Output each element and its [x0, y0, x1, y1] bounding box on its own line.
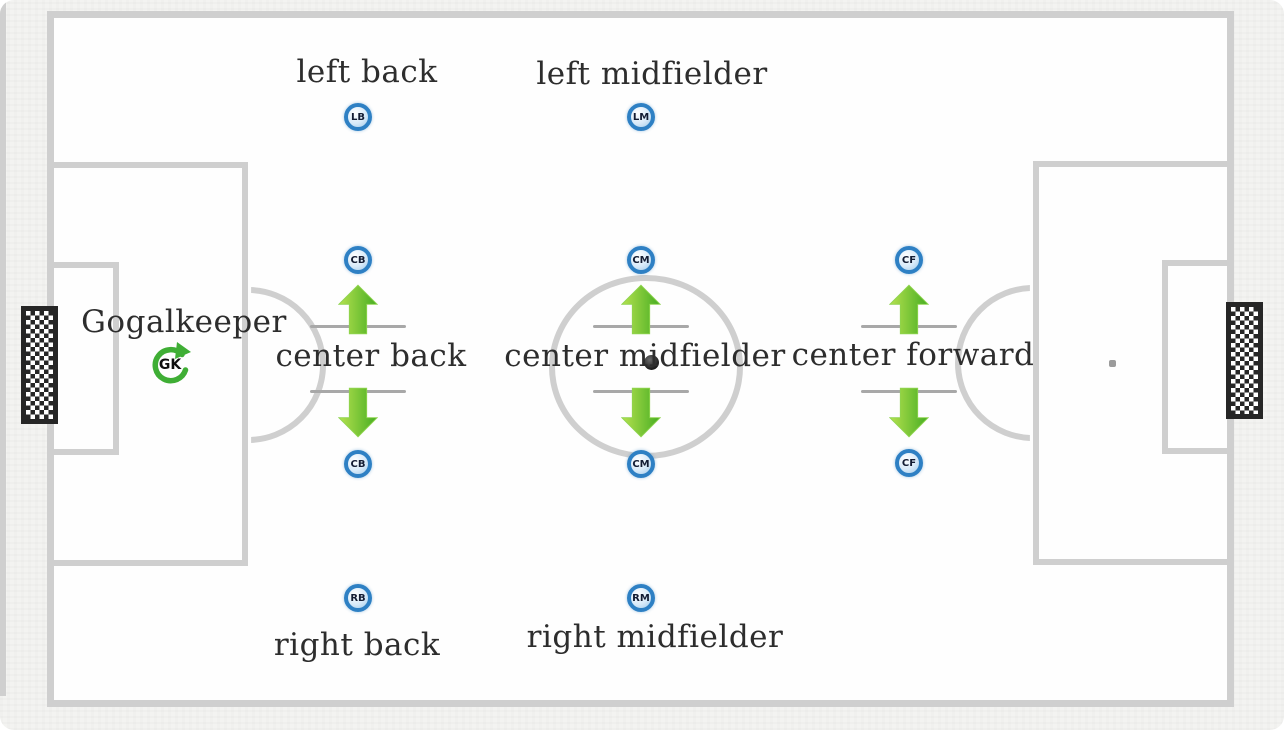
- position-badge-cm-top: CM: [627, 246, 655, 274]
- penalty-spot-right: [1109, 360, 1116, 367]
- up-arrow-icon: [338, 284, 378, 335]
- up-arrow-icon: [621, 284, 661, 335]
- rotation-arrow-icon: [152, 342, 191, 384]
- position-badge-rm: RM: [627, 584, 655, 612]
- down-arrow-icon: [889, 387, 929, 438]
- position-badge-lb: LB: [344, 103, 372, 131]
- position-badge-cm-bottom: CM: [627, 450, 655, 478]
- position-badge-rb: RB: [344, 584, 372, 612]
- goal-net-left-icon: [21, 306, 58, 424]
- position-badge-cb-bottom: CB: [344, 450, 372, 478]
- position-label-left-back: left back: [296, 54, 438, 90]
- soccer-ball-icon: [644, 355, 659, 370]
- position-label-center-back: center back: [275, 338, 467, 374]
- position-badge-lm: LM: [627, 103, 655, 131]
- halfway-line: [0, 0, 6, 696]
- position-label-center-midfielder: center midfielder: [504, 338, 786, 374]
- position-label-center-forward: center forward: [791, 337, 1035, 373]
- position-badge-cf-bottom: CF: [895, 449, 923, 477]
- position-badge-cb-top: CB: [344, 246, 372, 274]
- goal-net-right-icon: [1226, 302, 1263, 419]
- position-label-goalkeeper: Gogalkeeper: [81, 304, 287, 340]
- down-arrow-icon: [338, 387, 378, 438]
- goal-box-right: [1162, 260, 1234, 454]
- position-label-left-midfielder: left midfielder: [536, 56, 768, 92]
- up-arrow-icon: [889, 284, 929, 335]
- position-label-right-midfielder: right midfielder: [526, 619, 784, 655]
- down-arrow-icon: [621, 387, 661, 438]
- position-label-right-back: right back: [273, 627, 441, 663]
- position-badge-cf-top: CF: [895, 246, 923, 274]
- goalkeeper-marker: GK: [147, 341, 195, 389]
- goalkeeper-badge: GK: [158, 357, 182, 373]
